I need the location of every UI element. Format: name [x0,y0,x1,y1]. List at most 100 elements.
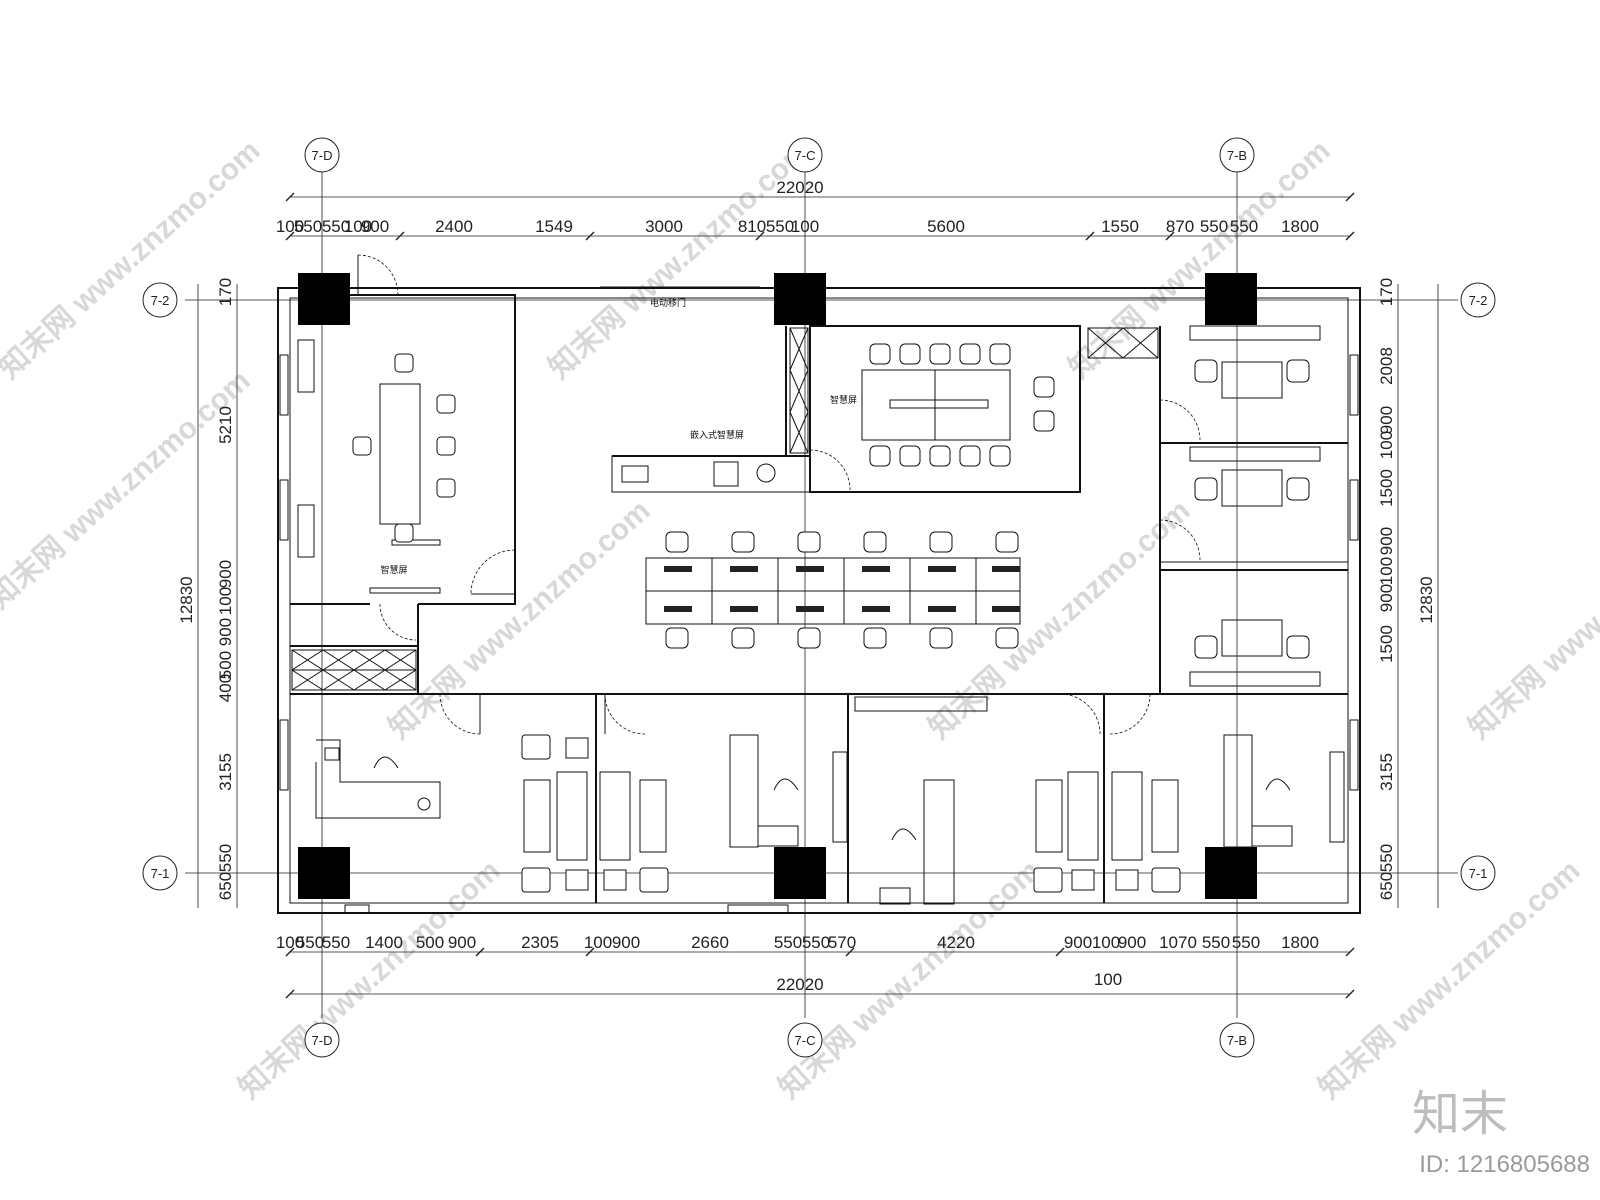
cabinets [291,327,1345,843]
right-dim: 100 [1377,431,1396,459]
right-dim: 100 [1377,557,1396,585]
embedded-screen-label: 嵌入式智慧屏 [690,429,744,441]
bottom-dim: 900 [448,933,476,952]
top-dim: 900 [361,217,389,236]
dimension-ticks [285,192,1355,999]
boardroom: 智慧屏 [830,343,1055,467]
left-dim: 550 [216,844,235,872]
top-dim: 1549 [535,217,573,236]
right-dim: 1500 [1377,625,1396,663]
right-dim: 900 [1377,406,1396,434]
watermark: 知末网 www.znzmo.com [1063,134,1337,385]
right-dim: 1500 [1377,469,1396,507]
top-dim: 5600 [927,217,965,236]
bottom-dim: 500 [416,933,444,952]
bottom-dim: 550 [322,933,350,952]
right-dim: 650 [1377,872,1396,900]
bottom-dim: 900 [1118,933,1146,952]
bottom-dim: 2305 [521,933,559,952]
top-dim: 3000 [645,217,683,236]
bottom-dim: 100 [584,933,612,952]
smart-screen-label-left: 智慧屏 [380,564,407,576]
right-dim: 550 [1377,844,1396,872]
brand-logo: 知末 [1412,1086,1508,1142]
watermark: 知末网 www.znzmo.com [1313,854,1587,1105]
bottom-extra-dim: 100 [1094,970,1122,989]
bottom-dim: 570 [828,933,856,952]
axis-label-72-left: 7-2 [151,293,170,308]
left-dim: 170 [216,278,235,306]
bottom-dim: 100 [276,933,304,952]
axis-label-7b-top: 7-B [1227,148,1247,163]
top-dim: 550 [1230,217,1258,236]
left-dim: 100 [216,587,235,615]
right-dim: 170 [1377,278,1396,306]
bottom-dim: 1800 [1281,933,1319,952]
overall-width-top: 22020 [776,178,823,197]
bottom-dim: 550 [802,933,830,952]
columns [298,273,1257,899]
axis-label-7d-bottom: 7-D [312,1033,333,1048]
axis-label-71-right: 7-1 [1469,866,1488,881]
bottom-dim: 1400 [365,933,403,952]
bottom-dim: 100 [1092,933,1120,952]
overall-height-right: 12830 [1417,576,1436,623]
bottom-dim: 900 [612,933,640,952]
left-dim: 3155 [216,753,235,791]
watermark: 知末网 www.znzmo.com [543,134,817,385]
top-dim: 870 [1166,217,1194,236]
dimension-lines [197,196,1439,995]
bottom-dim: 2660 [691,933,729,952]
axis-label-7b-bottom: 7-B [1227,1033,1247,1048]
drawing-id: ID: 1216805688 [1419,1151,1590,1178]
right-offices [1189,325,1321,687]
watermark: 知末网 www.znzmo.com [383,494,657,745]
axis-label-7c-bottom: 7-C [795,1033,816,1048]
bottom-dim: 550 [1232,933,1260,952]
top-dim: 2400 [435,217,473,236]
bottom-dim: 550 [774,933,802,952]
axis-label-7c-top: 7-C [795,148,816,163]
top-dim: 100 [791,217,819,236]
top-dim: 550 [766,217,794,236]
overall-width-bottom: 22020 [776,975,823,994]
axis-label-7d-top: 7-D [312,148,333,163]
watermark: 知末网 www.znzmo.com [0,134,267,385]
left-dim: 900 [216,618,235,646]
top-dim: 100 [344,217,372,236]
right-dim: 3155 [1377,753,1396,791]
bottom-dim: 550 [1202,933,1230,952]
bottom-dim: 4220 [937,933,975,952]
open-office-desks [645,531,1021,649]
left-dim: 500 [216,651,235,679]
watermark: 知末网 www.znzmo.com [1463,494,1600,745]
smart-screen-label-boardroom: 智慧屏 [830,394,857,406]
axis-label-72-right: 7-2 [1469,293,1488,308]
watermark: 知末网 www.znzmo.com [233,854,507,1105]
top-dim: 550 [1200,217,1228,236]
doors [357,254,1201,735]
left-dim: 400 [216,674,235,702]
top-dim: 810 [738,217,766,236]
left-dim: 5210 [216,406,235,444]
watermark: 知末网 www.znzmo.com [923,494,1197,745]
top-dim: 1800 [1281,217,1319,236]
right-dim: 900 [1377,584,1396,612]
overall-height-left: 12830 [177,576,196,623]
bottom-dim: 900 [1064,933,1092,952]
reception-counter: 电动移门 嵌入式智慧屏 [611,297,811,493]
bottom-dim: 550 [296,933,324,952]
sliding-door-label: 电动移门 [650,297,686,309]
right-dim: 2008 [1377,347,1396,385]
top-dim: 100 [276,217,304,236]
top-dim: 550 [294,217,322,236]
axis-label-71-left: 7-1 [151,866,170,881]
windows [279,354,1359,914]
axis-bubbles: 7-D 7-C 7-B 7-D 7-C 7-B 7-2 7-1 7-2 7-1 [142,137,1496,1058]
left-dim: 900 [216,560,235,588]
top-dim: 1550 [1101,217,1139,236]
meeting-room-left: 智慧屏 [352,353,456,594]
right-dim: 900 [1377,527,1396,555]
dimension-texts: 22020 22020 100 100 550 550 100 900 2400… [177,178,1436,994]
